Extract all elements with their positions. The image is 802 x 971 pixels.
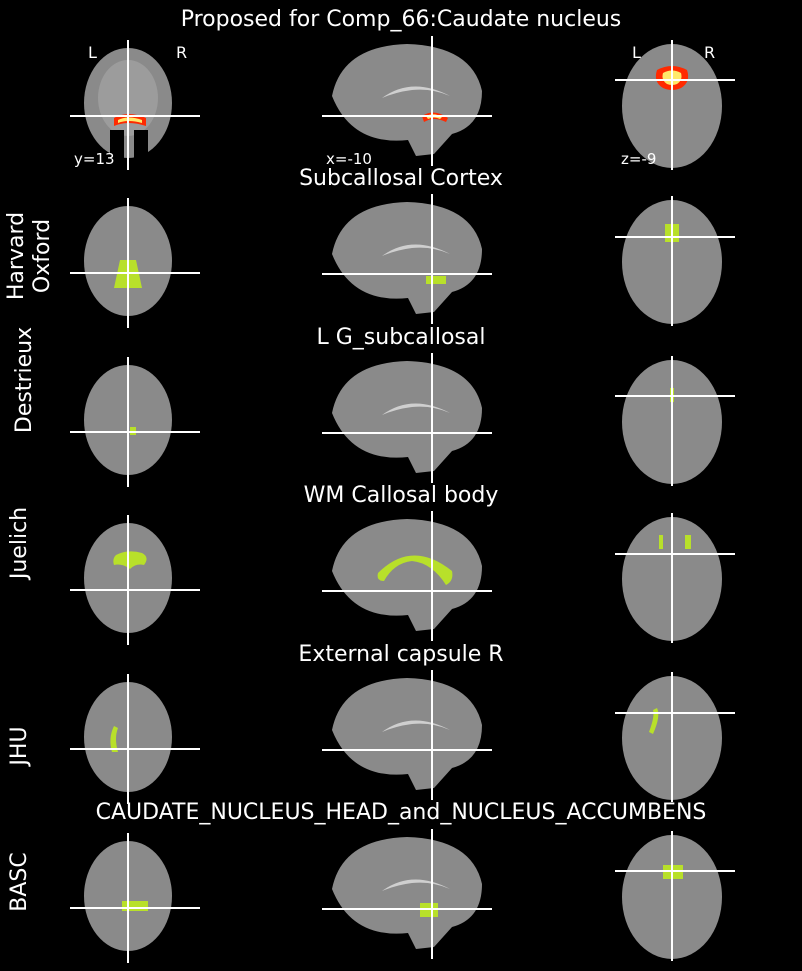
row-2-axial-view bbox=[615, 356, 735, 486]
row-region-title: WM Callosal body bbox=[303, 483, 499, 508]
row-atlas-label: BASC bbox=[7, 852, 32, 912]
row-1-coronal-view bbox=[70, 198, 200, 328]
row-region-title: CAUDATE_NUCLEUS_HEAD_and_NUCLEUS_ACCUMBE… bbox=[95, 800, 707, 825]
axial-coordinate: z=-9 bbox=[621, 150, 657, 168]
main-title: Proposed for Comp_66:Caudate nucleus bbox=[180, 7, 622, 32]
top-coronal-right-label: R bbox=[176, 43, 188, 62]
top-coronal-view bbox=[70, 40, 200, 170]
top-axial-view bbox=[615, 40, 735, 170]
top-coronal-left-label: L bbox=[88, 43, 97, 62]
coronal-coordinate: y=13 bbox=[74, 150, 115, 168]
row-region-title: L G_subcallosal bbox=[316, 325, 486, 350]
row-region-title: External capsule R bbox=[298, 642, 504, 667]
row-4-axial-view bbox=[615, 672, 735, 802]
row-atlas-label: Juelich bbox=[7, 506, 32, 580]
row-2-coronal-view bbox=[70, 357, 200, 487]
row-region-title: Subcallosal Cortex bbox=[299, 166, 503, 191]
row-3-coronal-view bbox=[70, 515, 200, 645]
row-atlas-label: Harvard Oxford bbox=[4, 211, 55, 301]
row-4-sagittal-view bbox=[322, 670, 492, 800]
row-5-coronal-view bbox=[70, 833, 200, 963]
row-atlas-label: Destrieux bbox=[12, 326, 37, 434]
row-5-axial-view bbox=[615, 831, 735, 961]
row-5-sagittal-view bbox=[322, 829, 492, 959]
top-axial-left-label: L bbox=[632, 43, 641, 62]
row-1-sagittal-view bbox=[322, 194, 492, 324]
top-axial-right-label: R bbox=[704, 43, 716, 62]
row-4-coronal-view bbox=[70, 674, 200, 804]
top-sagittal-view bbox=[322, 36, 492, 166]
sagittal-coordinate: x=-10 bbox=[326, 150, 372, 168]
row-3-axial-view bbox=[615, 513, 735, 643]
row-3-sagittal-view bbox=[322, 511, 492, 641]
row-1-axial-view bbox=[615, 196, 735, 326]
row-2-sagittal-view bbox=[322, 353, 492, 483]
row-atlas-label: JHU bbox=[7, 726, 32, 766]
